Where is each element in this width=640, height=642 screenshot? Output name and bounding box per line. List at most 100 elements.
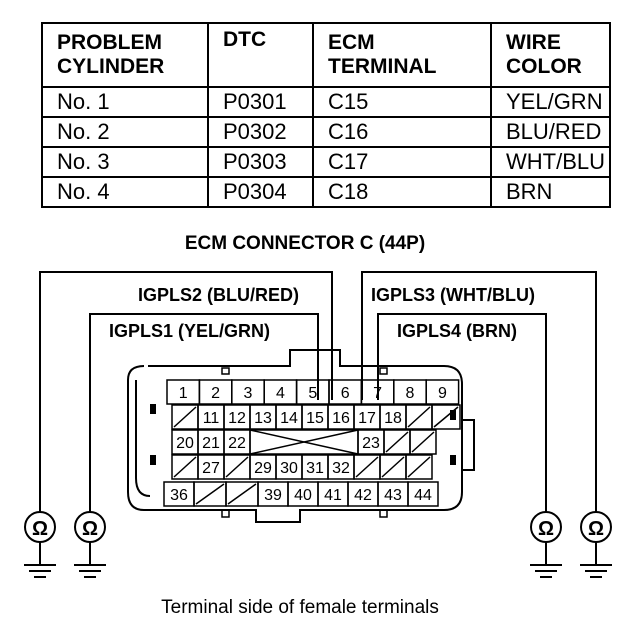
connector-shell-left — [127, 365, 160, 511]
ohm-symbol: Ω — [82, 518, 98, 540]
latch-mark — [150, 455, 156, 465]
cell-cylinder: No. 2 — [41, 116, 209, 148]
header-text: WIRE — [506, 31, 561, 54]
cell-wire-color: BLU/RED — [490, 116, 611, 148]
terminal-number: 3 — [244, 385, 253, 402]
label-igpls1: IGPLS1 (YEL/GRN) — [109, 321, 270, 341]
terminal-number: 22 — [228, 435, 246, 452]
terminal-number: 29 — [254, 460, 272, 477]
connector-shell-bottom — [160, 470, 463, 523]
terminal-number: 16 — [332, 410, 350, 427]
header-ecm-terminal: ECM TERMINAL — [312, 22, 492, 88]
terminal-blank — [409, 429, 437, 455]
table-row: No. 3 P0303 C17 WHT/BLU — [41, 146, 611, 178]
latch-mark — [221, 367, 230, 375]
terminal-number: 18 — [384, 410, 402, 427]
terminal-cavity — [425, 379, 460, 405]
ohmmeter-icon: Ω — [74, 511, 106, 578]
header-text: COLOR — [506, 55, 582, 78]
cell-dtc: P0303 — [207, 146, 314, 178]
blank-cavity-hatch — [173, 406, 197, 428]
table-row: No. 4 P0304 C18 BRN — [41, 176, 611, 208]
terminal-number: 11 — [203, 410, 220, 427]
terminal-number: 30 — [280, 460, 298, 477]
terminal-number: 32 — [332, 460, 350, 477]
blank-cavity-hatch — [385, 431, 409, 453]
terminal-number: 17 — [358, 410, 376, 427]
label-igpls3: IGPLS3 (WHT/BLU) — [371, 285, 535, 305]
dtc-table: PROBLEM CYLINDER DTC ECM TERMINAL WIRE C… — [41, 22, 611, 208]
terminal-number: 12 — [228, 410, 246, 427]
terminal-number: 42 — [354, 487, 372, 504]
terminal-number: 41 — [324, 487, 342, 504]
blank-cavity-hatch — [173, 456, 197, 478]
cell-dtc: P0304 — [207, 176, 314, 208]
ohm-symbol: Ω — [538, 518, 554, 540]
cell-wire-color: YEL/GRN — [490, 86, 611, 118]
blank-cavity-hatch — [381, 456, 405, 478]
header-text: ECM — [328, 31, 375, 54]
cell-terminal: C16 — [312, 116, 492, 148]
terminal-blank — [405, 454, 433, 480]
latch-mark — [150, 404, 156, 414]
wire-c17 — [361, 271, 597, 512]
terminal-number: 20 — [176, 435, 194, 452]
terminal-number: 23 — [362, 435, 380, 452]
terminal-number: 27 — [202, 460, 220, 477]
cell-wire-color: BRN — [490, 176, 611, 208]
diagram-caption: Terminal side of female terminals — [161, 597, 439, 618]
terminal-number: 13 — [254, 410, 272, 427]
cell-cylinder: No. 4 — [41, 176, 209, 208]
diagram-title: ECM CONNECTOR C (44P) — [185, 233, 425, 254]
terminal-number: 44 — [414, 487, 432, 504]
header-text: TERMINAL — [328, 55, 437, 78]
ohmmeter-icon: Ω — [580, 511, 612, 578]
terminal-number: 43 — [384, 487, 402, 504]
latch-mark — [379, 367, 388, 375]
terminal-number: 4 — [276, 385, 285, 402]
terminal-number: 40 — [294, 487, 312, 504]
blank-cavity-hatch — [433, 406, 459, 428]
blank-cavity-hatch — [411, 431, 435, 453]
table-row: No. 2 P0302 C16 BLU/RED — [41, 116, 611, 148]
header-text: PROBLEM — [57, 31, 162, 54]
label-igpls2: IGPLS2 (BLU/RED) — [138, 285, 299, 305]
ohmmeter-icon: Ω — [530, 511, 562, 578]
ohm-symbol: Ω — [32, 518, 48, 540]
terminal-blank — [431, 404, 461, 430]
header-text: CYLINDER — [57, 55, 165, 78]
connector-body — [127, 349, 475, 523]
blank-block-cross — [249, 429, 359, 455]
cell-dtc: P0302 — [207, 116, 314, 148]
terminal-cavity — [407, 481, 439, 507]
blank-cavity-hatch — [407, 456, 431, 478]
cell-wire-color: WHT/BLU — [490, 146, 611, 178]
blank-cavity-hatch — [225, 456, 249, 478]
latch-marks — [150, 367, 456, 518]
blank-cavity-hatch — [227, 483, 257, 505]
terminal-number: 39 — [264, 487, 282, 504]
ohmmeter-icon: Ω — [24, 511, 56, 578]
header-dtc: DTC — [207, 22, 314, 88]
connector-shell-inner — [135, 380, 151, 497]
terminal-number: 15 — [306, 410, 324, 427]
connector-shell-top — [148, 349, 475, 471]
terminal-number: 7 — [373, 385, 382, 402]
latch-mark — [450, 410, 456, 420]
blank-cavity-hatch — [355, 456, 379, 478]
table-row: No. 1 P0301 C15 YEL/GRN — [41, 86, 611, 118]
terminal-number: 31 — [306, 460, 324, 477]
terminal-number: 8 — [406, 385, 415, 402]
terminal-number: 2 — [211, 385, 220, 402]
header-text: DTC — [223, 28, 267, 51]
terminal-number: 36 — [170, 487, 188, 504]
latch-mark — [221, 509, 230, 518]
cell-terminal: C15 — [312, 86, 492, 118]
cell-cylinder: No. 1 — [41, 86, 209, 118]
terminal-number: 9 — [438, 385, 447, 402]
cell-dtc: P0301 — [207, 86, 314, 118]
wire-c18 — [377, 313, 547, 512]
terminal-number: 1 — [179, 385, 188, 402]
wires — [39, 271, 597, 512]
